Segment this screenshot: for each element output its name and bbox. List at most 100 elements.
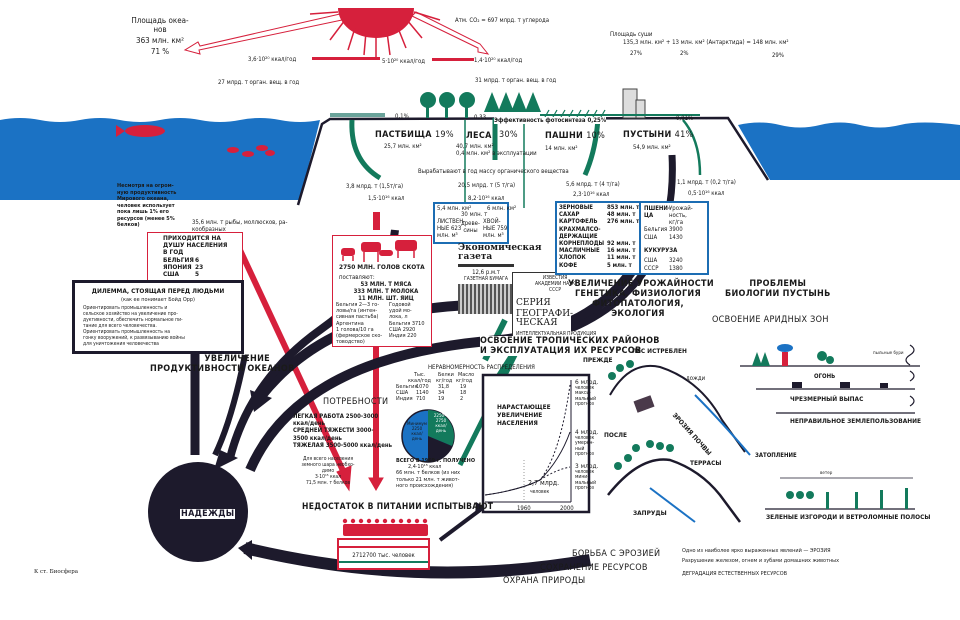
text-line: ность, <box>669 212 687 219</box>
text-line: человек использует <box>117 202 175 209</box>
fire-label: ОГОНЬ <box>814 373 836 380</box>
text-line: млн. м³ <box>437 232 458 239</box>
ocean-area-value: 363 млн. км² <box>136 36 184 45</box>
corn-label: КУКУРУЗА <box>644 247 678 254</box>
text-line: ЛИСТВЕН- <box>437 218 466 225</box>
pasture-pct: 19% <box>434 130 454 140</box>
text-line: ного происхождения) <box>396 482 454 489</box>
fish-catch: 35,6 млн. т рыбы, моллюсков, ра-кообразн… <box>192 219 287 233</box>
hedges-label: ЗЕЛЕНЫЕ ИЗГОРОДИ И ВЕТРОЛОМНЫЕ ПОЛОСЫ <box>766 513 931 521</box>
text-line: НАСЕЛЕНИЯ <box>497 419 538 427</box>
text-line: США <box>396 390 409 396</box>
desert-label: ПУСТЫНИ 41% <box>623 130 694 140</box>
text-line: белков) <box>117 222 140 228</box>
text-line: ПШЕНИ- <box>644 205 671 212</box>
sunlight-arrow-ocean <box>183 13 343 55</box>
forest-destroyed-label: ЛЕС ИСТРЕБЛЕН <box>632 347 687 355</box>
text-line: Индия 220 <box>389 333 417 340</box>
fields-area: 14 млн. км² <box>545 145 578 152</box>
text-line: Белки <box>438 372 454 378</box>
text-line: 2250— <box>433 414 449 419</box>
text-line: ккал/ <box>411 432 423 437</box>
text-line: км² <box>461 205 472 212</box>
pasture-label: ПАСТБИЩА 19% <box>375 130 454 140</box>
inequality-title: НЕРАВНОМЕРНОСТЬ РАСПРЕДЕЛЕНИЯ <box>428 364 535 371</box>
text-line: человек <box>575 384 595 391</box>
text-line: 11 МЛН. ШТ. ЯИЦ <box>358 295 414 302</box>
nature-protection-label: ОХРАНА ПРИРОДЫ <box>503 576 586 586</box>
livestock-title: 2750 МЛН. ГОЛОВ СКОТА <box>339 263 425 271</box>
text-line: В ГОД <box>163 248 184 256</box>
text-line: США <box>644 234 658 241</box>
text-line: 4 млрд. <box>575 428 599 436</box>
calorie-pie-chart <box>401 409 455 463</box>
text-line: Аргентина <box>336 320 364 327</box>
text-line: прогноз <box>575 485 594 491</box>
atm-co2-label: Атм. CO₂ = 697 млрд. т углерода <box>455 17 550 24</box>
text-line: 2750 <box>435 419 447 424</box>
crops-divider <box>639 203 641 273</box>
text-line: 1430 <box>669 234 683 241</box>
text-line: гонку вооружений, к развязыванию войны <box>83 335 185 341</box>
text-line: кообразных <box>192 226 226 233</box>
dust-storms-label: пыльные бури <box>873 351 904 356</box>
land-pct-pasture-forest: 27% <box>630 50 642 57</box>
before-label: ПРЕЖДЕ <box>583 356 613 364</box>
forest-resources-box: 5,4 млн. км² 30 млн. т 6 млн. км² ЛИСТВЕ… <box>433 202 516 244</box>
text-line: СССР <box>549 287 562 293</box>
text-line: товодство) <box>336 339 365 346</box>
text-line: ДУШУ НАСЕЛЕНИЯ <box>163 241 228 249</box>
building-icon <box>622 88 646 119</box>
erosion-control-label: БОРЬБА С ЭРОЗИЕЙ <box>572 549 661 559</box>
newspaper-illustration: Экономическая газета 12,6 р.м.т ГАЗЕТНАЯ… <box>458 243 542 318</box>
text-line: 6 млн. <box>487 205 505 212</box>
livestock-box: 2750 МЛН. ГОЛОВ СКОТА поставляют: 53 МЛН… <box>332 235 432 347</box>
text-line: 53 МЛН. Т МЯСА <box>360 281 412 288</box>
text-line: 92 млн. т <box>607 240 636 248</box>
text-line: Бельгия <box>396 384 418 390</box>
forest-exploit: 0,4 млн. км² в эксплуатации <box>456 150 537 157</box>
sun-icon <box>309 8 441 58</box>
text-line: для уничтожения человечества <box>83 341 159 347</box>
wood-label: древе-сины <box>461 220 480 234</box>
overgrazing-label: ЧРЕЗМЕРНЫЙ ВЫПАС <box>790 395 864 403</box>
pasture-kcal: 1,5·10¹⁶ ккал <box>368 195 405 202</box>
text-line: Минимум <box>407 422 427 427</box>
population-chart <box>481 373 591 514</box>
wheat-yield-row: США 1430 <box>644 234 683 241</box>
newspaper-title: Экономическая <box>458 243 542 253</box>
text-line: ЛЕГКАЯ РАБОТА 2500-3000 <box>293 413 379 420</box>
photosynthesis-efficiency: Эффективность фотосинтеза 0,25% <box>494 117 607 124</box>
text-line: человек <box>575 434 595 441</box>
text-line: Масло <box>458 372 475 378</box>
text-line: пока лишь 1% его <box>117 209 169 215</box>
ocean-area-line: Площадь океа- <box>131 16 189 25</box>
text-line: Тыс. <box>414 372 426 378</box>
text-line: УВЕЛИЧЕНИЕ УРОЖАЙНОСТИ <box>568 279 714 289</box>
text-line: 1070 <box>416 384 429 390</box>
text-line: ЯПОНИЯ <box>163 263 192 271</box>
ocean-right <box>738 122 960 180</box>
fish-icon <box>116 125 275 157</box>
text-line: 1380 <box>669 265 683 272</box>
land-organic-label: 31 млрд. т орган. вещ. в год <box>475 77 557 84</box>
text-line: ГЕНЕТИКА, ФИЗИОЛОГИЯ <box>574 289 702 299</box>
text-line: Ориентировать промышленность на <box>83 329 171 335</box>
text-line: Ориентировать промышленность и <box>83 305 168 311</box>
text-line: Несмотря на огром- <box>117 183 174 189</box>
wind-label: ветер <box>820 471 833 476</box>
text-line: млн. м³ <box>483 232 504 239</box>
